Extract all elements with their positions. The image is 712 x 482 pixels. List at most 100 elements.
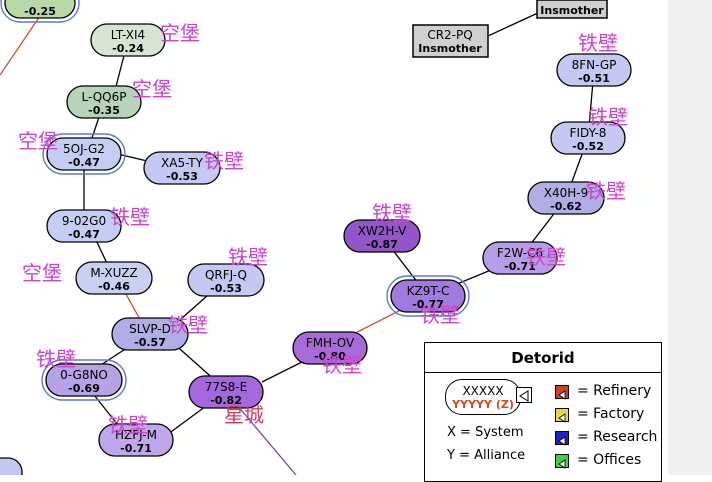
box-cr2[interactable]: CR2-PQ Insmother bbox=[412, 24, 489, 58]
system-node[interactable]: 77S8-E-0.82 bbox=[188, 375, 264, 409]
system-node[interactable]: M-XUZZ-0.46 bbox=[75, 261, 153, 295]
legend-key-system: X = System bbox=[447, 425, 524, 440]
system-node-shape bbox=[390, 279, 466, 313]
legend-sample-alliance: YYYYY (Z) bbox=[452, 398, 514, 411]
system-security: -0.77 bbox=[412, 298, 444, 311]
overlay-label: 铁壁 bbox=[586, 179, 626, 203]
legend-item-label: = Refinery bbox=[577, 383, 652, 399]
system-node[interactable]: X40H-9-0.62 bbox=[527, 181, 605, 215]
overlay-label: 铁壁 bbox=[372, 201, 412, 225]
system-name: SLVP-D bbox=[129, 322, 171, 336]
system-security: -0.51 bbox=[578, 72, 610, 85]
system-node-shape bbox=[188, 375, 264, 409]
overlay-label: 铁壁 bbox=[168, 313, 208, 337]
factory-icon bbox=[555, 408, 569, 423]
system-node-shape bbox=[550, 121, 626, 155]
box-alliance: Insmother bbox=[540, 4, 604, 17]
system-node[interactable]: HZFJ-M-0.71 bbox=[98, 423, 174, 457]
overlay-label: 铁壁 bbox=[526, 245, 566, 269]
system-security: -0.25 bbox=[24, 5, 56, 18]
system-security: -0.52 bbox=[572, 140, 604, 153]
system-security: -0.47 bbox=[68, 156, 100, 169]
system-node[interactable]: XW2H-V-0.87 bbox=[343, 219, 421, 253]
system-node-shape bbox=[46, 137, 122, 171]
system-node-shape bbox=[45, 363, 123, 397]
refinery-icon bbox=[555, 385, 569, 400]
system-node-shape bbox=[187, 263, 265, 297]
overlay-label: 铁壁 bbox=[228, 245, 268, 269]
system-name: X40H-9 bbox=[544, 186, 588, 200]
system-security: -0.46 bbox=[98, 280, 130, 293]
box-ins[interactable]: Insmother bbox=[536, 0, 608, 19]
edge bbox=[487, 11, 541, 37]
overlay-label: 铁壁 bbox=[588, 105, 628, 129]
overlay-label: 铁壁 bbox=[110, 205, 150, 229]
system-node[interactable]: 0-G8NO-0.69 bbox=[41, 359, 127, 401]
system-node-shape bbox=[75, 261, 153, 295]
station-ring bbox=[0, 0, 80, 23]
box-alliance: Insmother bbox=[418, 42, 482, 55]
system-node-shape bbox=[527, 181, 605, 215]
triangle-icon bbox=[516, 387, 532, 403]
system-node-shape bbox=[90, 23, 166, 57]
system-node[interactable]: 9-02G0-0.47 bbox=[46, 209, 122, 243]
system-node[interactable]: 5OJ-G2-0.47 bbox=[42, 133, 126, 175]
station-ring bbox=[41, 359, 127, 401]
system-name: F2W-C6 bbox=[497, 246, 543, 260]
overlay-label: 星城 bbox=[224, 403, 264, 427]
system-name: FIDY-8 bbox=[570, 126, 607, 140]
overlay-label: 铁壁 bbox=[578, 31, 618, 55]
system-security: -0.71 bbox=[120, 442, 152, 455]
scroll-gutter[interactable] bbox=[668, 0, 712, 475]
research-icon bbox=[555, 431, 569, 446]
system-security: -0.53 bbox=[166, 170, 198, 183]
overlay-label: 铁壁 bbox=[420, 303, 460, 327]
system-name: FMH-OV bbox=[306, 336, 355, 350]
box-name: CR2-PQ bbox=[427, 28, 472, 42]
edge-regional bbox=[0, 15, 41, 76]
system-node[interactable]: KZ9T-C-0.77 bbox=[386, 275, 470, 317]
overlay-label: 空堡 bbox=[132, 77, 172, 101]
offices-icon bbox=[555, 454, 569, 469]
system-name: M-XUZZ bbox=[90, 266, 137, 280]
overlay-labels: 空堡 空堡 空堡 铁壁 铁壁 空堡 铁壁 铁壁 铁壁 铁壁 铁壁 星城 铁壁 铁… bbox=[18, 21, 628, 437]
system-node[interactable]: FMH-OV-0.80 bbox=[292, 331, 368, 365]
system-node[interactable]: 8FN-GP-0.51 bbox=[556, 53, 632, 87]
system-node[interactable]: L-QQ6P-0.35 bbox=[66, 85, 142, 119]
system-node[interactable]: QRFJ-Q-0.53 bbox=[187, 263, 265, 297]
legend-panel: Detorid XXXXX YYYYY (Z) X = System Y = A… bbox=[424, 342, 662, 482]
overlay-label: 空堡 bbox=[18, 129, 58, 153]
system-node[interactable]: FIDY-8-0.52 bbox=[550, 121, 626, 155]
system-node-shape bbox=[98, 423, 174, 457]
system-security: -0.80 bbox=[314, 350, 346, 363]
system-name: 0-G8NO bbox=[60, 368, 108, 382]
system-security: -0.87 bbox=[366, 238, 398, 251]
system-node[interactable]: F2W-C6-0.71 bbox=[482, 241, 558, 275]
system-node-shape bbox=[482, 241, 558, 275]
system-name: QRFJ-Q bbox=[205, 268, 247, 282]
system-security: -0.82 bbox=[210, 394, 242, 407]
station-ring bbox=[386, 275, 470, 317]
legend-item-label: = Research bbox=[577, 429, 658, 445]
overlay-label: 铁壁 bbox=[36, 347, 76, 371]
system-name: 8FN-GP bbox=[572, 58, 617, 72]
legend-sample-name: XXXXX bbox=[462, 384, 504, 398]
system-node[interactable]: SLVP-D-0.57 bbox=[111, 317, 189, 351]
system-name: L-QQ6P bbox=[81, 90, 126, 104]
system-name: 77S8-E bbox=[205, 380, 247, 394]
system-security: -0.62 bbox=[550, 200, 582, 213]
system-node[interactable]: -0.25 bbox=[0, 0, 80, 23]
legend-title: Detorid bbox=[511, 349, 575, 367]
system-security: -0.35 bbox=[88, 104, 120, 117]
system-security: -0.24 bbox=[112, 42, 144, 55]
system-node[interactable]: LT-XI4-0.24 bbox=[90, 23, 166, 57]
system-node-shape bbox=[46, 209, 122, 243]
system-name: KZ9T-C bbox=[407, 284, 450, 298]
overlay-label: 空堡 bbox=[160, 21, 200, 45]
legend-item-label: = Factory bbox=[577, 406, 645, 422]
overlay-label: 铁壁 bbox=[204, 149, 244, 173]
system-node[interactable]: XA5-TY-0.53 bbox=[143, 151, 221, 185]
overlay-label: 铁壁 bbox=[108, 413, 148, 437]
